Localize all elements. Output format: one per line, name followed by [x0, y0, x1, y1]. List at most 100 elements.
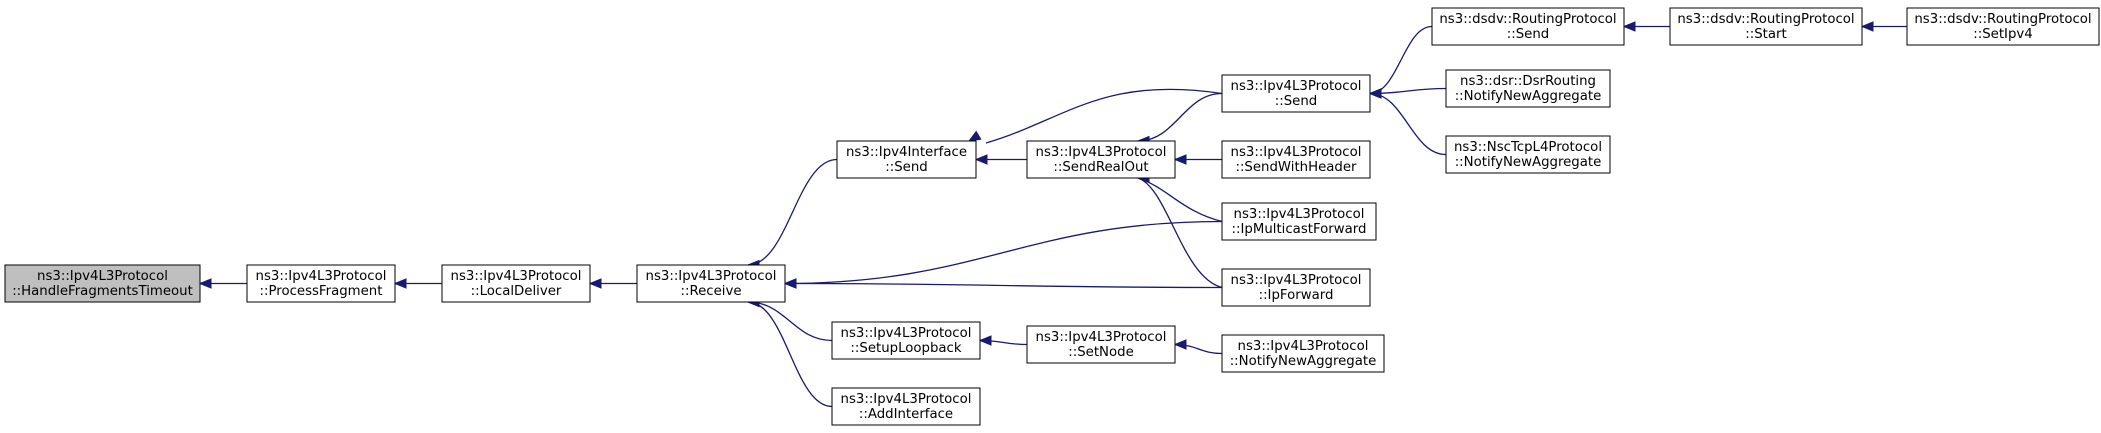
edge-send-to-ifsend: [967, 88, 1223, 144]
node-ld[interactable]: ns3::Ipv4L3Protocol::LocalDeliver: [441, 264, 591, 303]
edge-send-to-sro: [1136, 92, 1223, 147]
edge-line: [985, 88, 1223, 144]
edge-dsdvsend-to-send: [1368, 25, 1433, 99]
edge-setnode-to-slb: [978, 335, 1028, 346]
node-label-line: ns3::dsr::DsrRouting: [1460, 74, 1596, 89]
node-box: [1431, 7, 1625, 46]
node-label-line: ::Start: [1745, 27, 1786, 42]
node-label-line: ::NotifyNewAggregate: [1230, 354, 1377, 369]
node-box: [831, 321, 981, 360]
node-nna1[interactable]: ns3::Ipv4L3Protocol::NotifyNewAggregate: [1221, 334, 1385, 373]
edge-arrowhead: [393, 278, 407, 289]
node-label-line: ns3::Ipv4L3Protocol: [841, 392, 972, 407]
node-label-line: ns3::Ipv4L3Protocol: [256, 269, 387, 284]
edge-imf-to-recv: [783, 220, 1223, 289]
edge-line: [784, 220, 1223, 285]
edge-arrowhead: [1173, 154, 1187, 165]
edge-dsdvstart-to-dsdvsend: [1622, 21, 1670, 32]
node-label-line: ns3::Ipv4L3Protocol: [646, 269, 777, 284]
node-label-line: ns3::NscTcpL4Protocol: [1454, 140, 1602, 155]
node-box: [1221, 202, 1377, 241]
edge-line: [747, 301, 833, 408]
node-label-line: ::IpMulticastForward: [1232, 222, 1367, 237]
edge-arrowhead: [974, 154, 988, 165]
node-sro[interactable]: ns3::Ipv4L3Protocol::SendRealOut: [1026, 140, 1176, 179]
edge-setipv4-to-dsdvstart: [1860, 21, 1907, 32]
edge-arrowhead: [1622, 21, 1636, 32]
node-label-line: ns3::dsdv::RoutingProtocol: [1439, 12, 1616, 27]
node-addif[interactable]: ns3::Ipv4L3Protocol::AddInterface: [831, 387, 981, 426]
node-label-line: ::Send: [1507, 27, 1549, 42]
node-label-line: ::NotifyNewAggregate: [1455, 155, 1602, 170]
edge-arrowhead: [1368, 88, 1382, 99]
node-label-line: ns3::Ipv4L3Protocol: [1036, 330, 1167, 345]
node-label-line: ::NotifyNewAggregate: [1455, 89, 1602, 104]
node-box: [1669, 7, 1863, 46]
node-box: [1026, 325, 1176, 364]
node-label-line: ::HandleFragmentsTimeout: [12, 284, 193, 299]
node-label-line: ::ProcessFragment: [260, 284, 383, 299]
edge-line: [1137, 177, 1223, 223]
node-send[interactable]: ns3::Ipv4L3Protocol::Send: [1221, 74, 1371, 113]
node-label-line: ::SetNode: [1068, 345, 1134, 360]
edge-line: [1137, 177, 1223, 289]
node-recv[interactable]: ns3::Ipv4L3Protocol::Receive: [636, 264, 786, 303]
node-label-line: ::IpForward: [1259, 288, 1334, 303]
node-label-line: ::AddInterface: [859, 407, 953, 422]
node-box: [1221, 140, 1371, 179]
edge-sro-to-ifsend: [974, 154, 1028, 165]
node-box: [1221, 74, 1371, 113]
node-dsdvsend[interactable]: ns3::dsdv::RoutingProtocol::Send: [1431, 7, 1625, 46]
edge-slb-to-recv: [746, 296, 833, 342]
node-imf[interactable]: ns3::Ipv4L3Protocol::IpMulticastForward: [1221, 202, 1377, 241]
node-dsr[interactable]: ns3::dsr::DsrRouting::NotifyNewAggregate: [1445, 69, 1611, 108]
node-box: [1445, 135, 1611, 174]
node-setipv4[interactable]: ns3::dsdv::RoutingProtocol::SetIpv4: [1906, 7, 2100, 46]
edge-nna1-to-setnode: [1173, 339, 1223, 355]
node-box: [441, 264, 591, 303]
node-label-line: ns3::Ipv4L3Protocol: [1231, 79, 1362, 94]
node-ifsend[interactable]: ns3::Ipv4Interface::Send: [836, 140, 977, 179]
node-box: [1445, 69, 1611, 108]
edge-addif-to-recv: [746, 296, 833, 408]
node-dsdvstart[interactable]: ns3::dsdv::RoutingProtocol::Start: [1669, 7, 1863, 46]
node-box: [1026, 140, 1176, 179]
edge-line: [1369, 92, 1447, 156]
edge-ipf-to-recv: [783, 278, 1223, 289]
edge-ifsend-to-recv: [746, 158, 838, 271]
edge-recv-to-ld: [588, 278, 637, 289]
node-swh[interactable]: ns3::Ipv4L3Protocol::SendWithHeader: [1221, 140, 1371, 179]
edge-swh-to-sro: [1173, 154, 1223, 165]
node-box: [1221, 268, 1371, 307]
node-ipf[interactable]: ns3::Ipv4L3Protocol::IpForward: [1221, 268, 1371, 307]
node-box: [836, 140, 977, 179]
node-label-line: ns3::Ipv4L3Protocol: [37, 269, 168, 284]
node-setnode[interactable]: ns3::Ipv4L3Protocol::SetNode: [1026, 325, 1176, 364]
node-box: [246, 264, 396, 303]
node-label-line: ::SetupLoopback: [850, 341, 961, 356]
node-hft[interactable]: ns3::Ipv4L3Protocol::HandleFragmentsTime…: [4, 264, 201, 303]
node-slb[interactable]: ns3::Ipv4L3Protocol::SetupLoopback: [831, 321, 981, 360]
node-label-line: ::Receive: [680, 284, 741, 299]
edge-arrowhead: [588, 278, 602, 289]
edge-arrowhead: [198, 278, 212, 289]
node-label-line: ns3::Ipv4L3Protocol: [1238, 339, 1369, 354]
edge-line: [1369, 25, 1433, 95]
edge-imf-to-sro: [1136, 172, 1223, 223]
edge-arrowhead: [967, 130, 982, 142]
node-box: [831, 387, 981, 426]
node-box: [1221, 334, 1385, 373]
node-nsc[interactable]: ns3::NscTcpL4Protocol::NotifyNewAggregat…: [1445, 135, 1611, 174]
node-box: [1906, 7, 2100, 46]
node-label-line: ::SetIpv4: [1973, 27, 2033, 42]
node-label-line: ::LocalDeliver: [471, 284, 562, 299]
node-label-line: ::SendWithHeader: [1235, 160, 1357, 175]
edge-arrowhead: [1860, 21, 1874, 32]
edge-nsc-to-send: [1368, 88, 1447, 156]
node-pf[interactable]: ns3::Ipv4L3Protocol::ProcessFragment: [246, 264, 396, 303]
node-label-line: ns3::dsdv::RoutingProtocol: [1914, 12, 2091, 27]
edge-line: [747, 301, 833, 342]
node-label-line: ns3::Ipv4L3Protocol: [841, 326, 972, 341]
node-label-line: ::Send: [1275, 94, 1317, 109]
